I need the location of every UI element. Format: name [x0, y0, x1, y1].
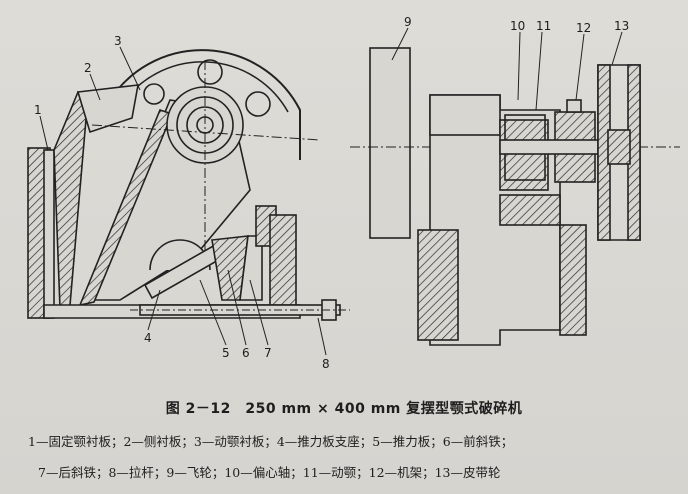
label-9: 9 [404, 15, 412, 29]
part-labels: 1 2 3 4 5 6 7 8 9 10 11 12 13 [34, 15, 629, 371]
label-3: 3 [114, 34, 122, 48]
front-view [350, 47, 680, 346]
label-11: 11 [536, 19, 551, 33]
leader-lines [39, 27, 623, 356]
side-view [27, 49, 350, 321]
label-8: 8 [322, 357, 330, 371]
legend-line-1: 1—固定颚衬板；2—侧衬板；3—动颚衬板；4—推力板支座；5—推力板；6—前斜铁… [28, 434, 514, 449]
label-5: 5 [222, 346, 230, 360]
jaw-crusher-drawing: 1 2 3 4 5 6 7 8 9 10 11 12 13 [27, 15, 680, 371]
label-13: 13 [614, 19, 629, 33]
label-1: 1 [34, 103, 42, 117]
label-10: 10 [510, 19, 525, 33]
legend-line-2: 7—后斜铁；8—拉杆；9—飞轮；10—偏心轴；11—动颚；12—机架；13—皮带… [38, 465, 501, 480]
label-7: 7 [264, 346, 272, 360]
label-2: 2 [84, 61, 92, 75]
label-6: 6 [242, 346, 250, 360]
label-12: 12 [576, 21, 591, 35]
label-4: 4 [144, 331, 152, 345]
figure-caption: 图 2－12 250 mm × 400 mm 复摆型颚式破碎机 [165, 401, 523, 417]
